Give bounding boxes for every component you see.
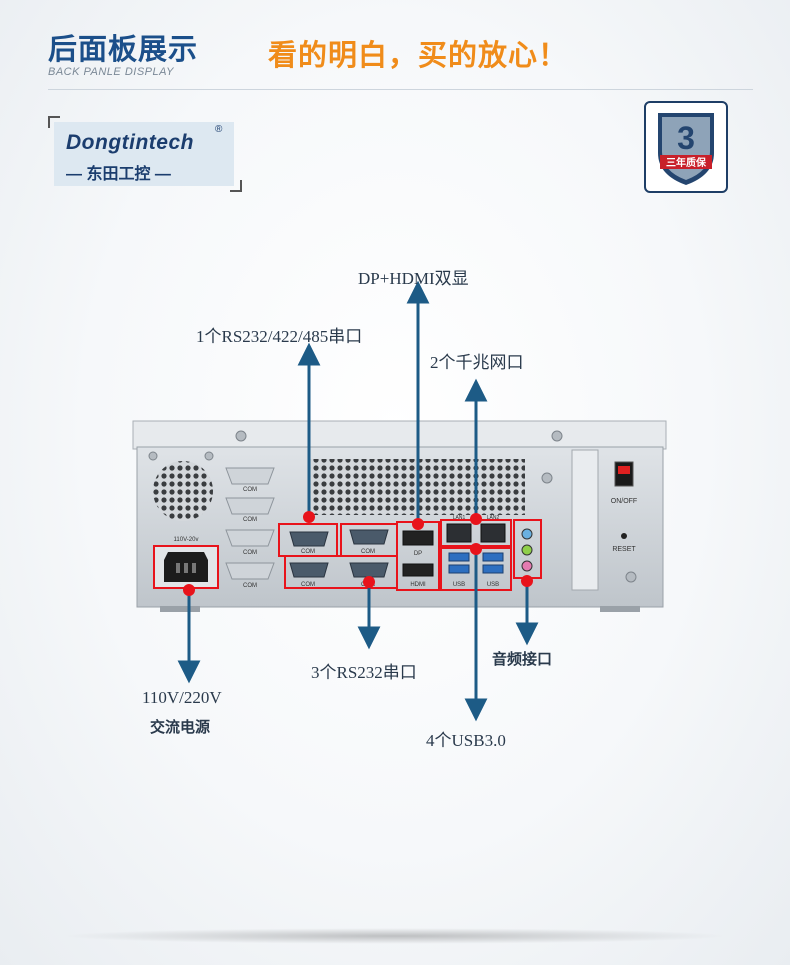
usb-label: USB	[453, 582, 465, 588]
logo-corner-br	[230, 180, 242, 192]
audio-jack-line-out	[521, 544, 533, 556]
fan-vent	[153, 461, 213, 521]
lan-port	[446, 523, 472, 543]
label-power-type: 交流电源	[150, 719, 211, 736]
label-display: DP+HDMI双显	[358, 269, 469, 288]
lan2-label: LAN2	[487, 515, 500, 521]
header-divider	[48, 89, 753, 90]
reset-button	[621, 533, 627, 539]
com-label: COM	[301, 549, 315, 555]
hdmi-port	[402, 563, 434, 577]
label-usb: 4个USB3.0	[426, 731, 506, 750]
dp-label: DP	[414, 551, 422, 557]
usb-ports	[448, 552, 504, 574]
expansion-slot-cover	[571, 449, 599, 591]
callout-dot	[470, 543, 482, 555]
label-serial-top: 1个RS232/422/485串口	[196, 327, 363, 346]
warranty-text: 三年质保	[666, 156, 707, 169]
warranty-number: 3	[677, 120, 695, 156]
callout-dot	[521, 575, 533, 587]
com-label: COM	[301, 582, 315, 588]
lan1-label: LAN1	[453, 515, 466, 521]
callout-arrows	[177, 280, 539, 722]
warranty-badge: 3 三年质保	[644, 101, 728, 193]
com-port-group	[278, 523, 398, 589]
audio-jack-line-in	[521, 528, 533, 540]
com-label: COM	[243, 583, 257, 589]
logo-corner-tl	[48, 116, 60, 128]
callout-dot	[363, 576, 375, 588]
label-lan: 2个千兆网口	[430, 353, 524, 372]
brand-cn-name: — 东田工控 —	[66, 166, 171, 183]
com-label: COM	[361, 549, 375, 555]
label-audio: 音频接口	[492, 651, 553, 668]
brand-name: Dongtintech	[66, 131, 194, 154]
dp-port	[402, 530, 434, 546]
hdmi-label: HDMI	[410, 582, 426, 588]
com-knockouts	[225, 467, 275, 580]
bottom-shadow	[60, 928, 730, 944]
com-label: COM	[243, 550, 257, 556]
lan-port	[480, 523, 506, 543]
callout-dot	[470, 513, 482, 525]
callout-dot	[412, 518, 424, 530]
label-serial-bottom: 3个RS232串口	[311, 663, 417, 682]
section-subtitle: BACK PANLE DISPLAY	[48, 66, 174, 78]
callout-dot	[183, 584, 195, 596]
com-label: COM	[243, 517, 257, 523]
on-off-label: ON/OFF	[611, 498, 637, 505]
brand-logo	[54, 122, 234, 186]
callout-dot	[303, 511, 315, 523]
usb-label: USB	[487, 582, 499, 588]
registered-mark: ®	[215, 124, 223, 135]
voltage-label: 110V-20v	[174, 537, 199, 543]
shield-icon: 3 三年质保	[658, 113, 714, 185]
reset-label: RESET	[612, 546, 636, 553]
label-power-voltage: 110V/220V	[142, 688, 222, 707]
com-label: COM	[243, 487, 257, 493]
slogan: 看的明白，买的放心！	[268, 40, 569, 72]
audio-jack-mic	[521, 560, 533, 572]
section-title: 后面板展示	[48, 34, 199, 66]
